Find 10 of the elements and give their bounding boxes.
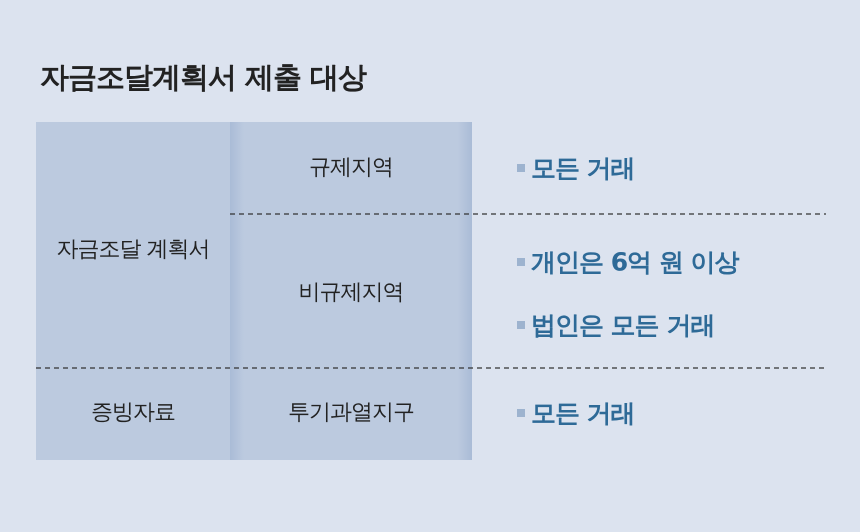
table-cell-text: 투기과열지구 bbox=[287, 399, 415, 428]
bullet-item-text: 개인은 6억 원 이상 bbox=[531, 246, 739, 278]
table-cell-text: 자금조달 계획서 bbox=[56, 236, 210, 264]
table-cell-text: 규제지역 bbox=[308, 154, 394, 182]
table-cell-text: 증빙자료 bbox=[90, 399, 176, 428]
chart-title: 자금조달계획서 제출 대상 bbox=[40, 59, 366, 96]
bullet-item-text: 법인은 모든 거래 bbox=[531, 310, 714, 342]
bullet-item-text: 모든 거래 bbox=[531, 398, 635, 430]
bullet-item-text: 모든 거래 bbox=[531, 152, 635, 184]
table-cell-text: 비규제지역 bbox=[298, 279, 404, 308]
